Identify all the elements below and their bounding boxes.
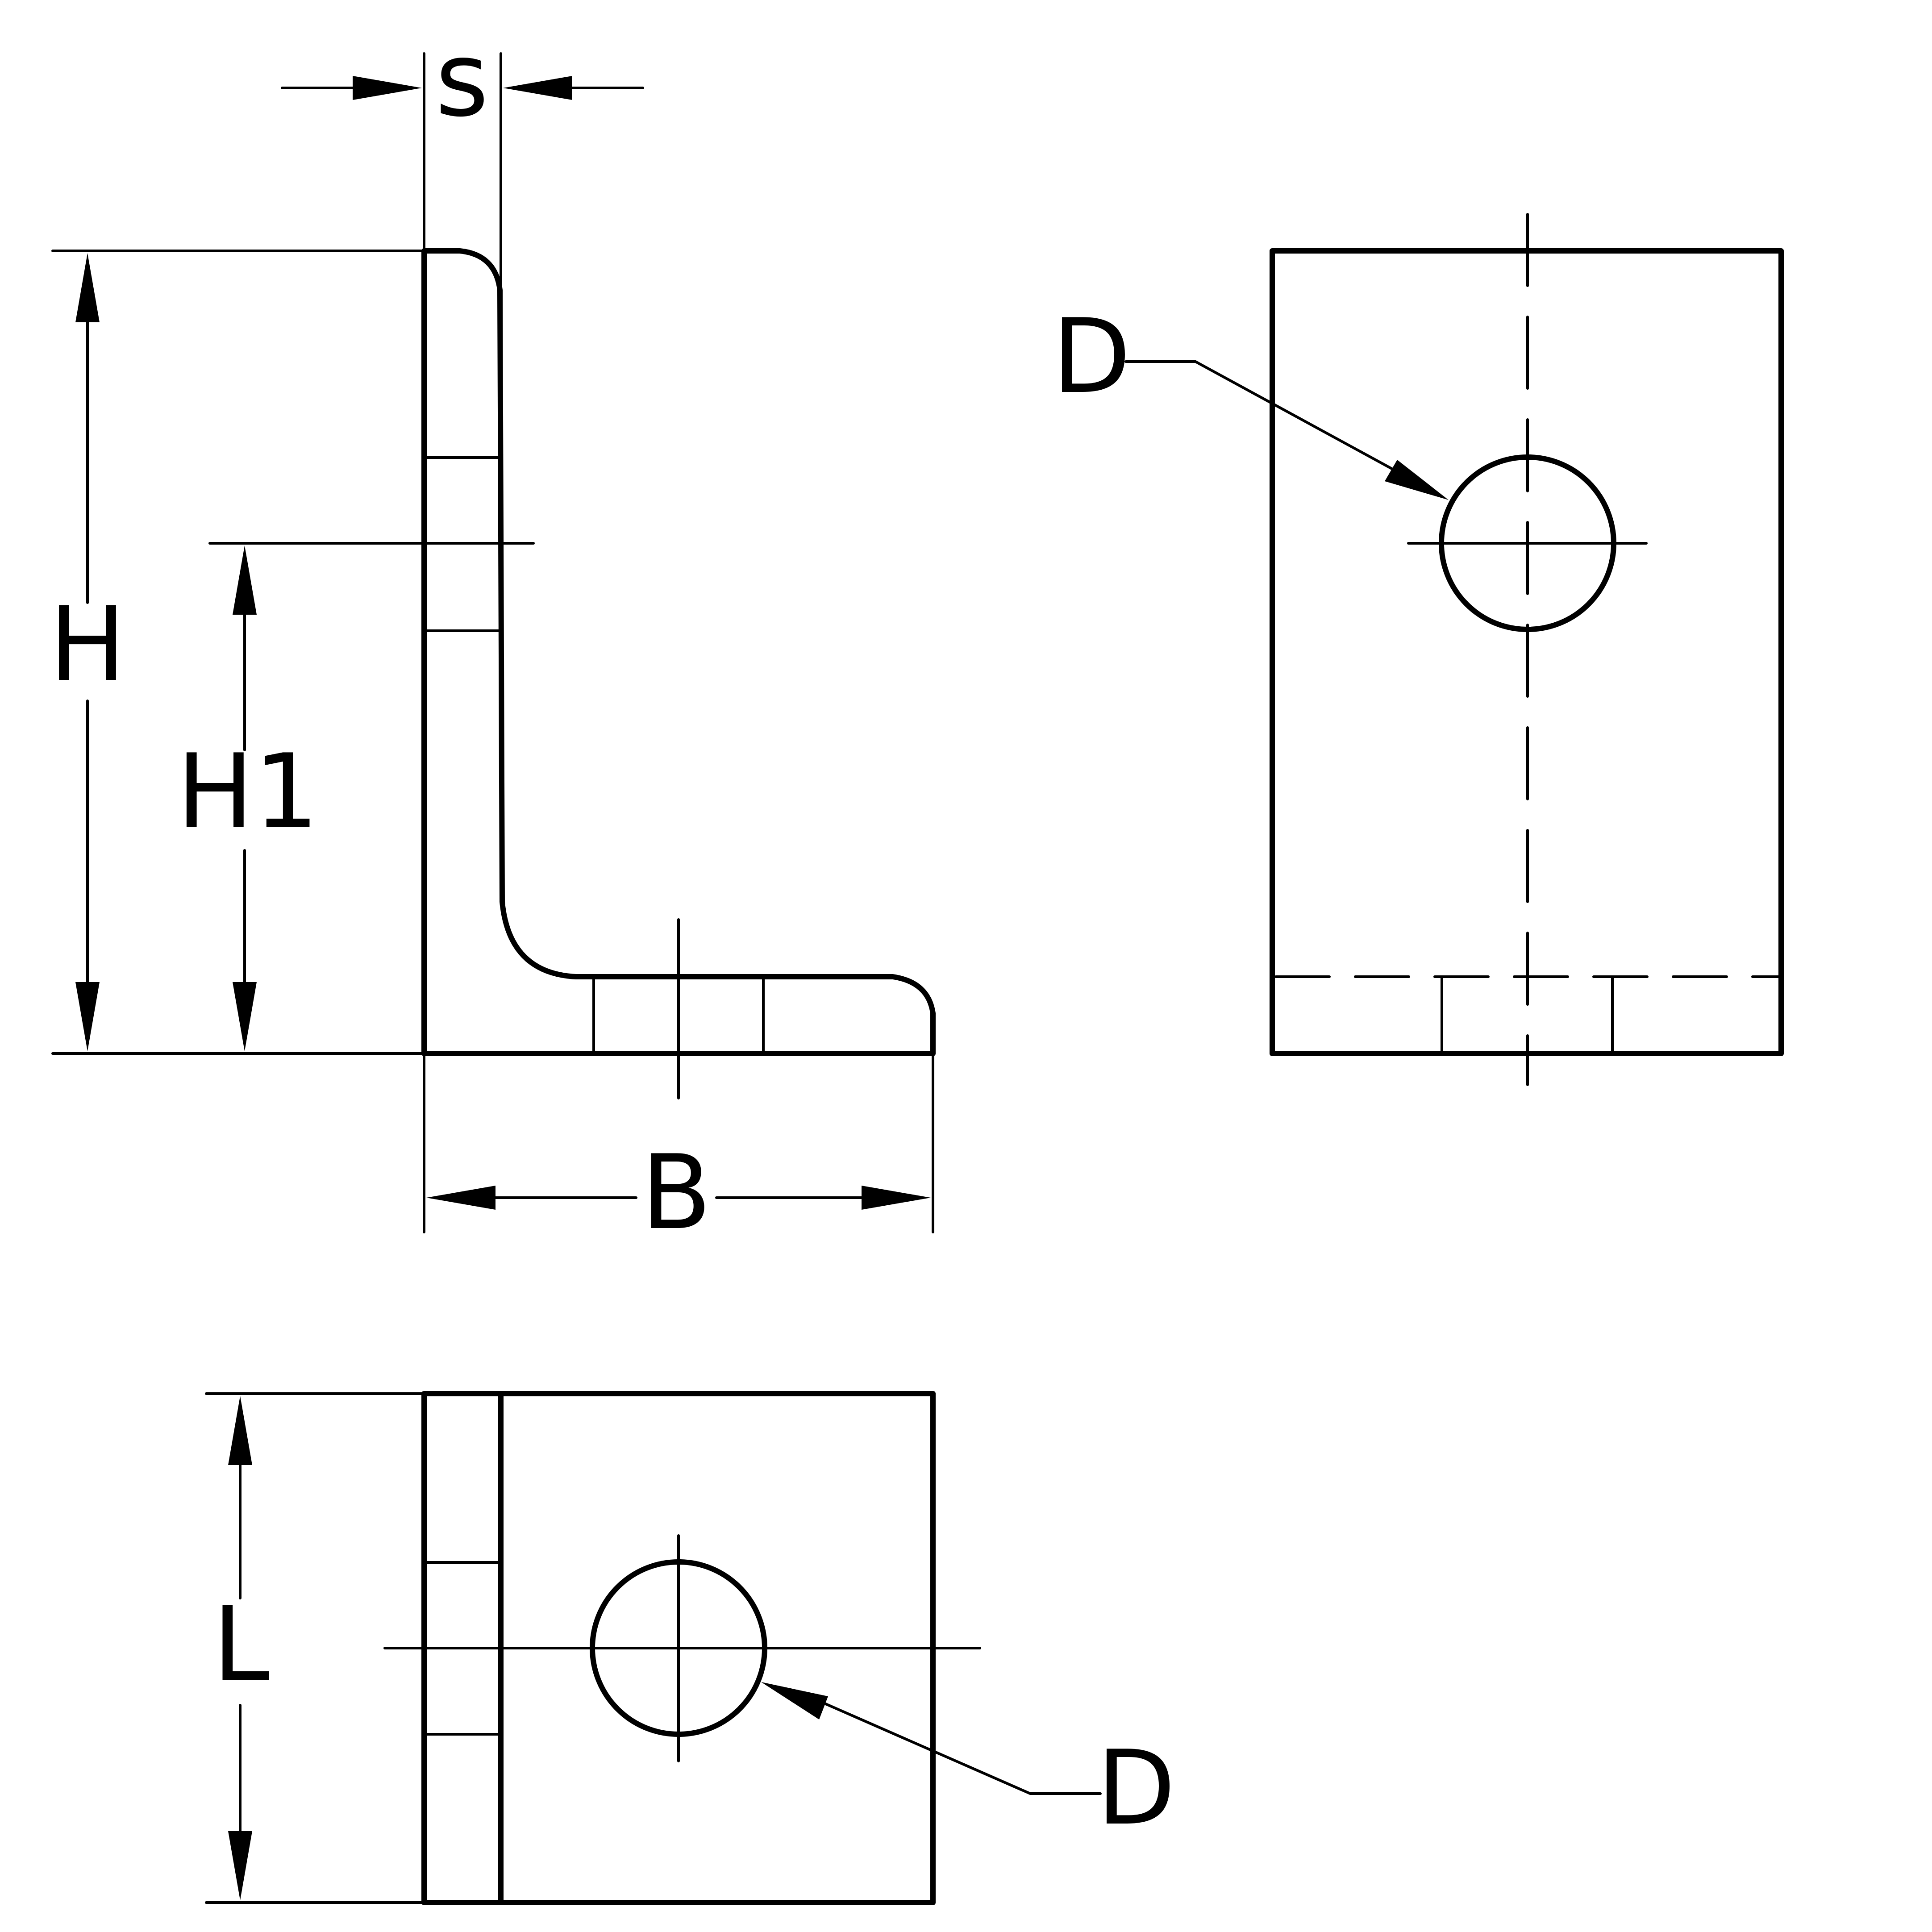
front-view: D — [1052, 213, 1784, 1086]
side-view — [208, 248, 936, 1099]
h-label: H — [49, 585, 126, 704]
s-label: s — [435, 21, 489, 140]
top-d-leader — [822, 1702, 1102, 1795]
dimension-s: s — [281, 21, 644, 287]
side-view-outline — [421, 248, 936, 1056]
h-arrow-bottom — [75, 982, 100, 1051]
h1-arrow-top — [233, 545, 257, 615]
b-arrow-left — [426, 1186, 495, 1210]
top-d-label: D — [1096, 1729, 1175, 1848]
b-arrow-right — [862, 1186, 931, 1210]
top-d-arrow — [761, 1682, 828, 1720]
l-arrow-bottom — [228, 1831, 252, 1900]
dimension-l: L — [205, 1392, 423, 1904]
dimension-h: H — [49, 250, 423, 1055]
top-view: D — [383, 1391, 1176, 1905]
h1-arrow-bottom — [233, 982, 257, 1051]
h1-label: H1 — [176, 733, 319, 852]
dimension-h1: H1 — [176, 545, 319, 1051]
b-label: B — [641, 1133, 712, 1253]
l-label: L — [212, 1585, 270, 1704]
front-d-arrow — [1385, 460, 1449, 500]
dimension-b: B — [423, 1054, 934, 1253]
front-d-label: D — [1052, 297, 1131, 416]
s-arrow-right — [503, 76, 572, 100]
h-arrow-top — [75, 253, 100, 322]
s-arrow-left — [353, 76, 422, 100]
l-arrow-top — [228, 1396, 252, 1465]
front-d-leader — [1124, 360, 1393, 470]
